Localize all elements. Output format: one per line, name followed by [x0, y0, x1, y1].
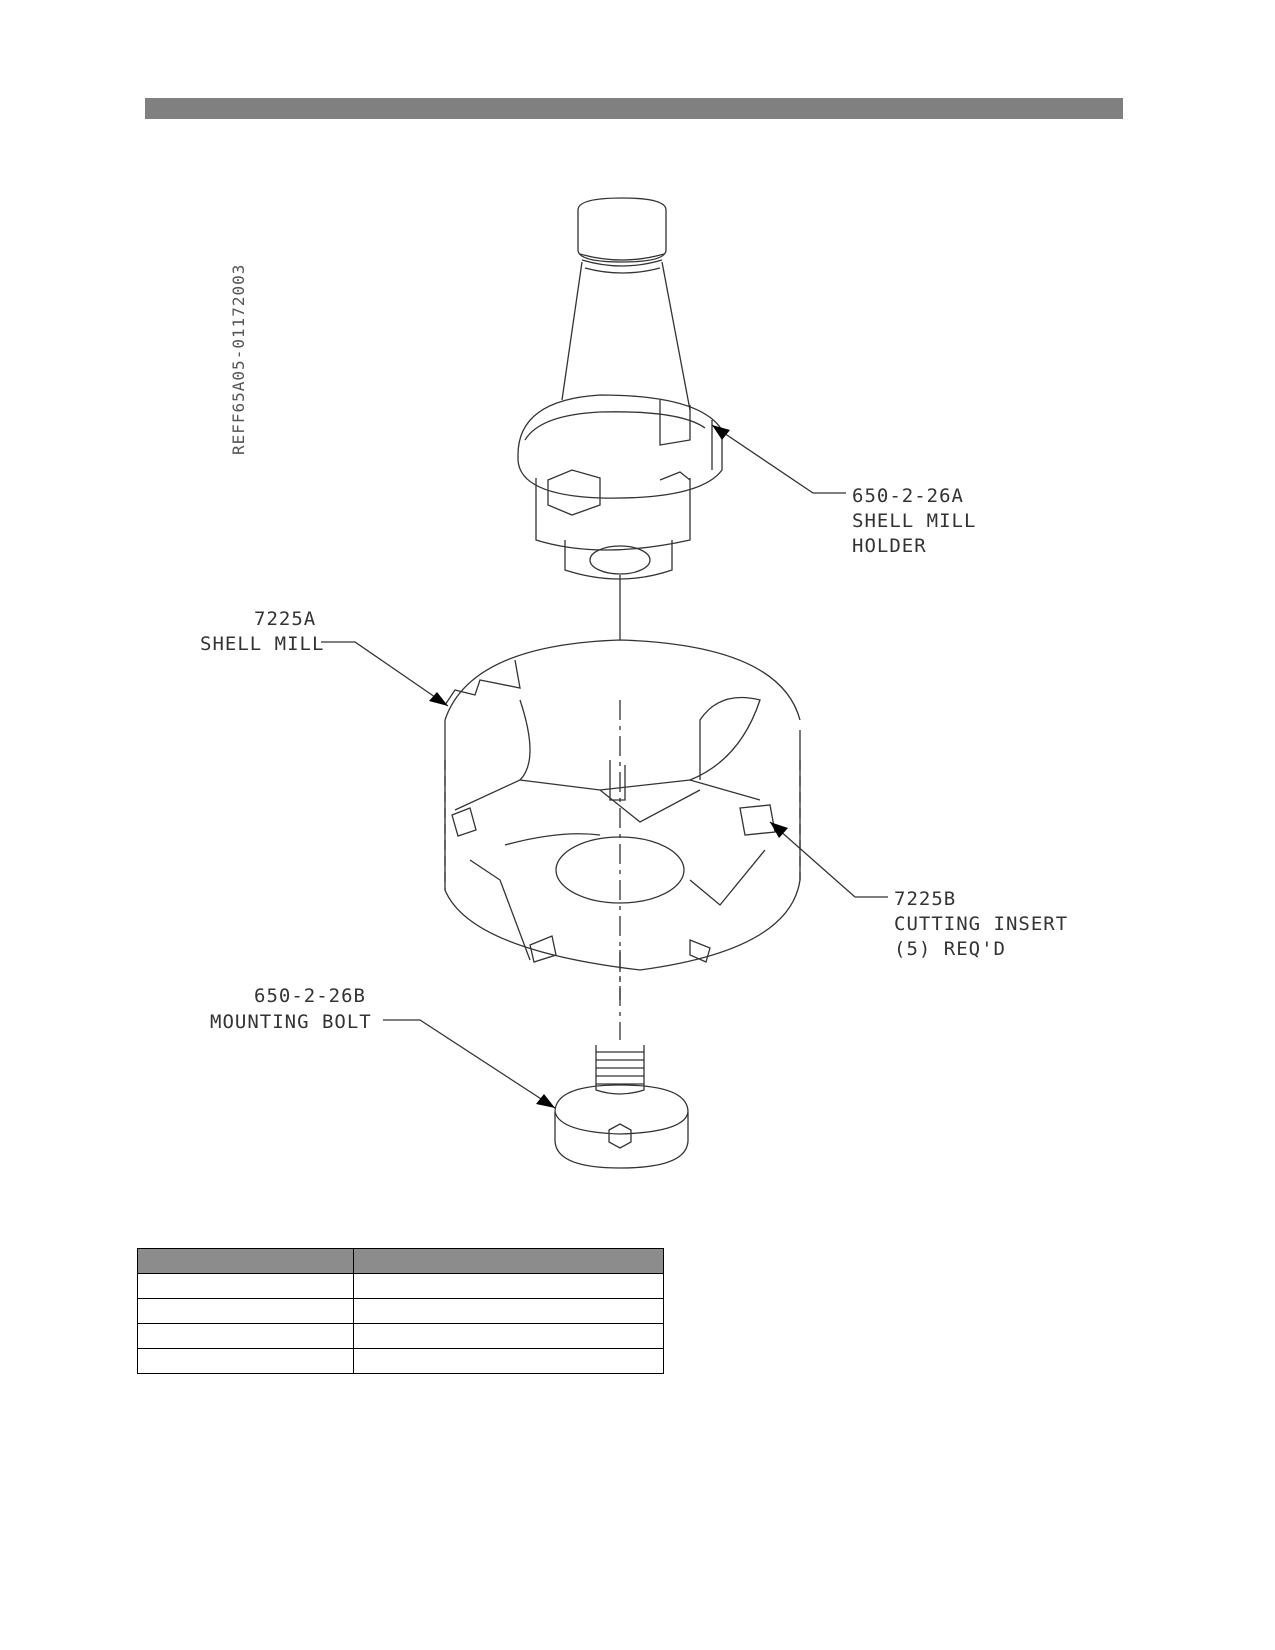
holder-part-number: 650-2-26A — [852, 485, 964, 507]
bolt-label: MOUNTING BOLT — [210, 1011, 372, 1033]
table-cell — [353, 1298, 664, 1324]
table-row — [137, 1298, 664, 1324]
parts-table — [137, 1248, 664, 1374]
table-cell — [137, 1348, 354, 1374]
mounting-bolt — [554, 1045, 689, 1169]
shell-mill-part-number: 7225A — [254, 608, 316, 630]
table-row — [137, 1323, 664, 1349]
holder-label-line1: SHELL MILL — [852, 510, 976, 532]
shell-mill-holder — [517, 197, 723, 580]
shell-mill-label: SHELL MILL — [200, 633, 324, 655]
insert-label-line1: CUTTING INSERT — [894, 913, 1068, 935]
table-cell — [353, 1348, 664, 1374]
table-cell — [137, 1273, 354, 1299]
insert-label-line2: (5) REQ'D — [894, 938, 1006, 960]
table-row — [137, 1273, 664, 1299]
header-bar — [145, 98, 1123, 119]
table-header-cell — [137, 1248, 354, 1274]
table-cell — [353, 1323, 664, 1349]
table-cell — [137, 1298, 354, 1324]
table-cell — [353, 1273, 664, 1299]
shell-mill — [444, 639, 801, 1000]
bolt-part-number: 650-2-26B — [254, 985, 366, 1007]
table-row — [137, 1348, 664, 1374]
table-header-row — [137, 1248, 664, 1274]
holder-label-line2: HOLDER — [852, 535, 927, 557]
reference-id: REFF65A05-01172003 — [229, 264, 248, 455]
table-header-cell — [353, 1248, 664, 1274]
insert-part-number: 7225B — [894, 888, 956, 910]
table-cell — [137, 1323, 354, 1349]
